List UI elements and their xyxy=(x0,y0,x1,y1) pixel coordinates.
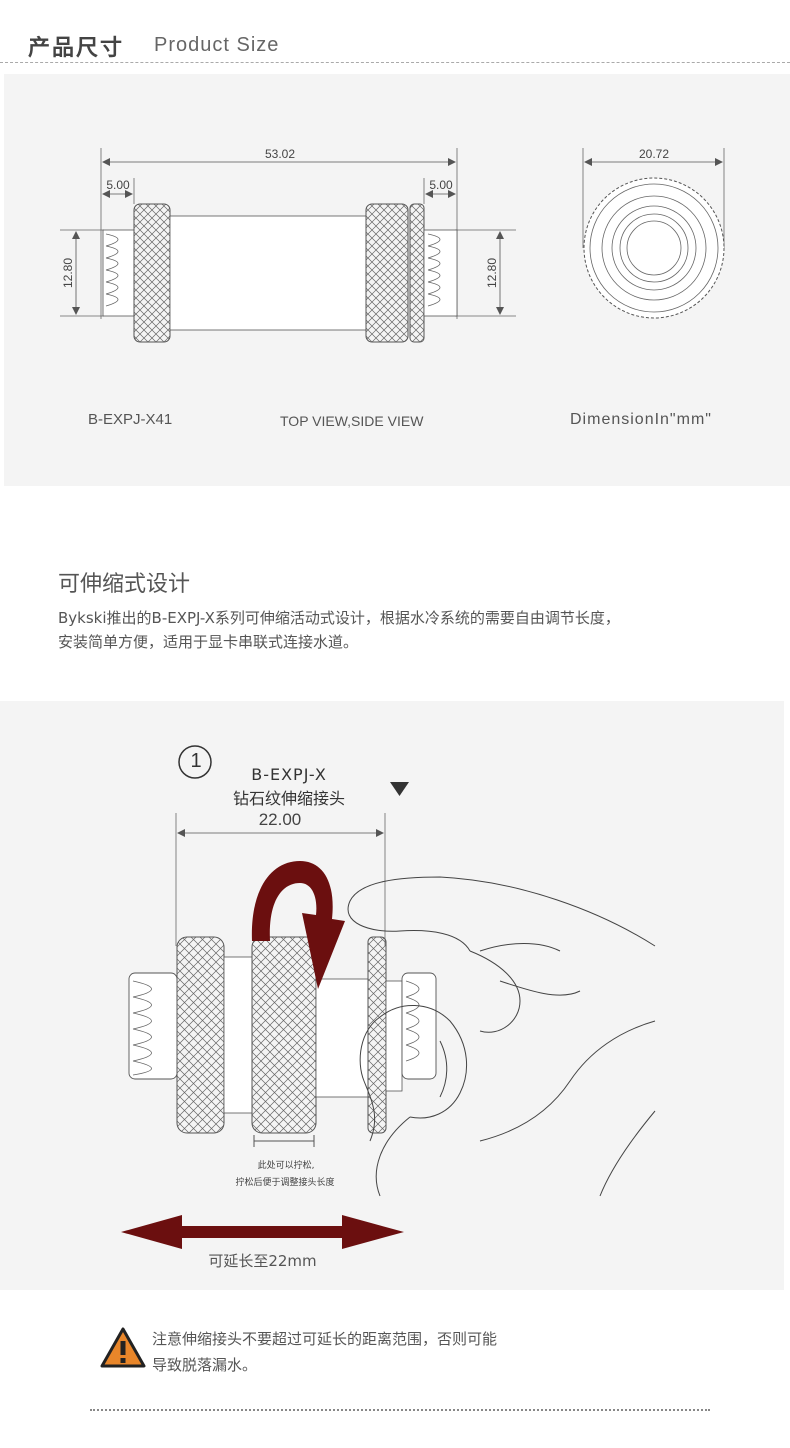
right-knurled-ring xyxy=(365,203,409,343)
illus-right-thread xyxy=(401,972,437,1080)
unit-caption: DimensionIn"mm" xyxy=(570,411,712,428)
technical-drawing: 53.02 5.00 5.00 12.80 12.80 20.72 xyxy=(60,147,725,343)
model-caption: B-EXPJ-X41 xyxy=(88,411,173,428)
side-view xyxy=(583,177,725,319)
left-knurled-ring xyxy=(133,203,171,343)
right-lock-ring xyxy=(409,203,425,343)
dim-overall-length: 53.02 xyxy=(265,147,295,161)
illus-model: B-EXPJ-X xyxy=(251,765,327,784)
illustration-drawing xyxy=(121,745,656,1249)
extend-label: 可延长至22mm xyxy=(208,1252,317,1270)
dim-left-diameter: 12.80 xyxy=(61,258,75,288)
bottom-divider xyxy=(90,1409,710,1411)
feature-title: 可伸缩式设计 xyxy=(58,572,191,597)
dim-left-thread: 5.00 xyxy=(106,178,130,192)
loosen-note-line2: 拧松后便于调整接头长度 xyxy=(235,1178,335,1188)
illus-lock-ring xyxy=(367,936,387,1134)
illus-left-thread xyxy=(128,972,178,1080)
hand-illustration xyxy=(347,876,656,1197)
view-caption: TOP VIEW,SIDE VIEW xyxy=(280,413,424,429)
illus-left-ring xyxy=(176,936,225,1134)
illus-length: 22.00 xyxy=(258,810,302,829)
header-divider xyxy=(0,62,790,63)
down-marker-icon xyxy=(390,782,409,796)
right-thread xyxy=(423,229,458,317)
feature-desc-line1: Bykski推出的B-EXPJ-X系列可伸缩活动式设计，根据水冷系统的需要自由调… xyxy=(58,609,620,627)
warning-line1: 注意伸缩接头不要超过可延长的距离范围，否则可能 xyxy=(152,1330,498,1348)
step-number: 1 xyxy=(190,750,202,772)
warning-line2: 导致脱落漏水。 xyxy=(152,1356,258,1374)
feature-desc-line2: 安装简单方便，适用于显卡串联式连接水道。 xyxy=(58,633,359,651)
illus-rotating-ring xyxy=(251,936,317,1134)
dim-right-thread: 5.00 xyxy=(429,178,453,192)
left-thread xyxy=(102,229,135,317)
dim-outer-diameter: 20.72 xyxy=(639,147,669,161)
dim-right-diameter: 12.80 xyxy=(485,258,499,288)
section-title-en: Product Size xyxy=(154,34,280,56)
section-title-cn: 产品尺寸 xyxy=(28,36,125,61)
tube-body xyxy=(169,215,367,331)
warning-icon xyxy=(100,1327,146,1368)
extend-arrow-icon xyxy=(121,1215,404,1249)
illus-name: 钻石纹伸缩接头 xyxy=(232,789,345,808)
loosen-note-line1: 此处可以拧松, xyxy=(257,1161,315,1171)
step-badge xyxy=(178,745,212,779)
rotate-arrow-icon xyxy=(251,861,345,989)
